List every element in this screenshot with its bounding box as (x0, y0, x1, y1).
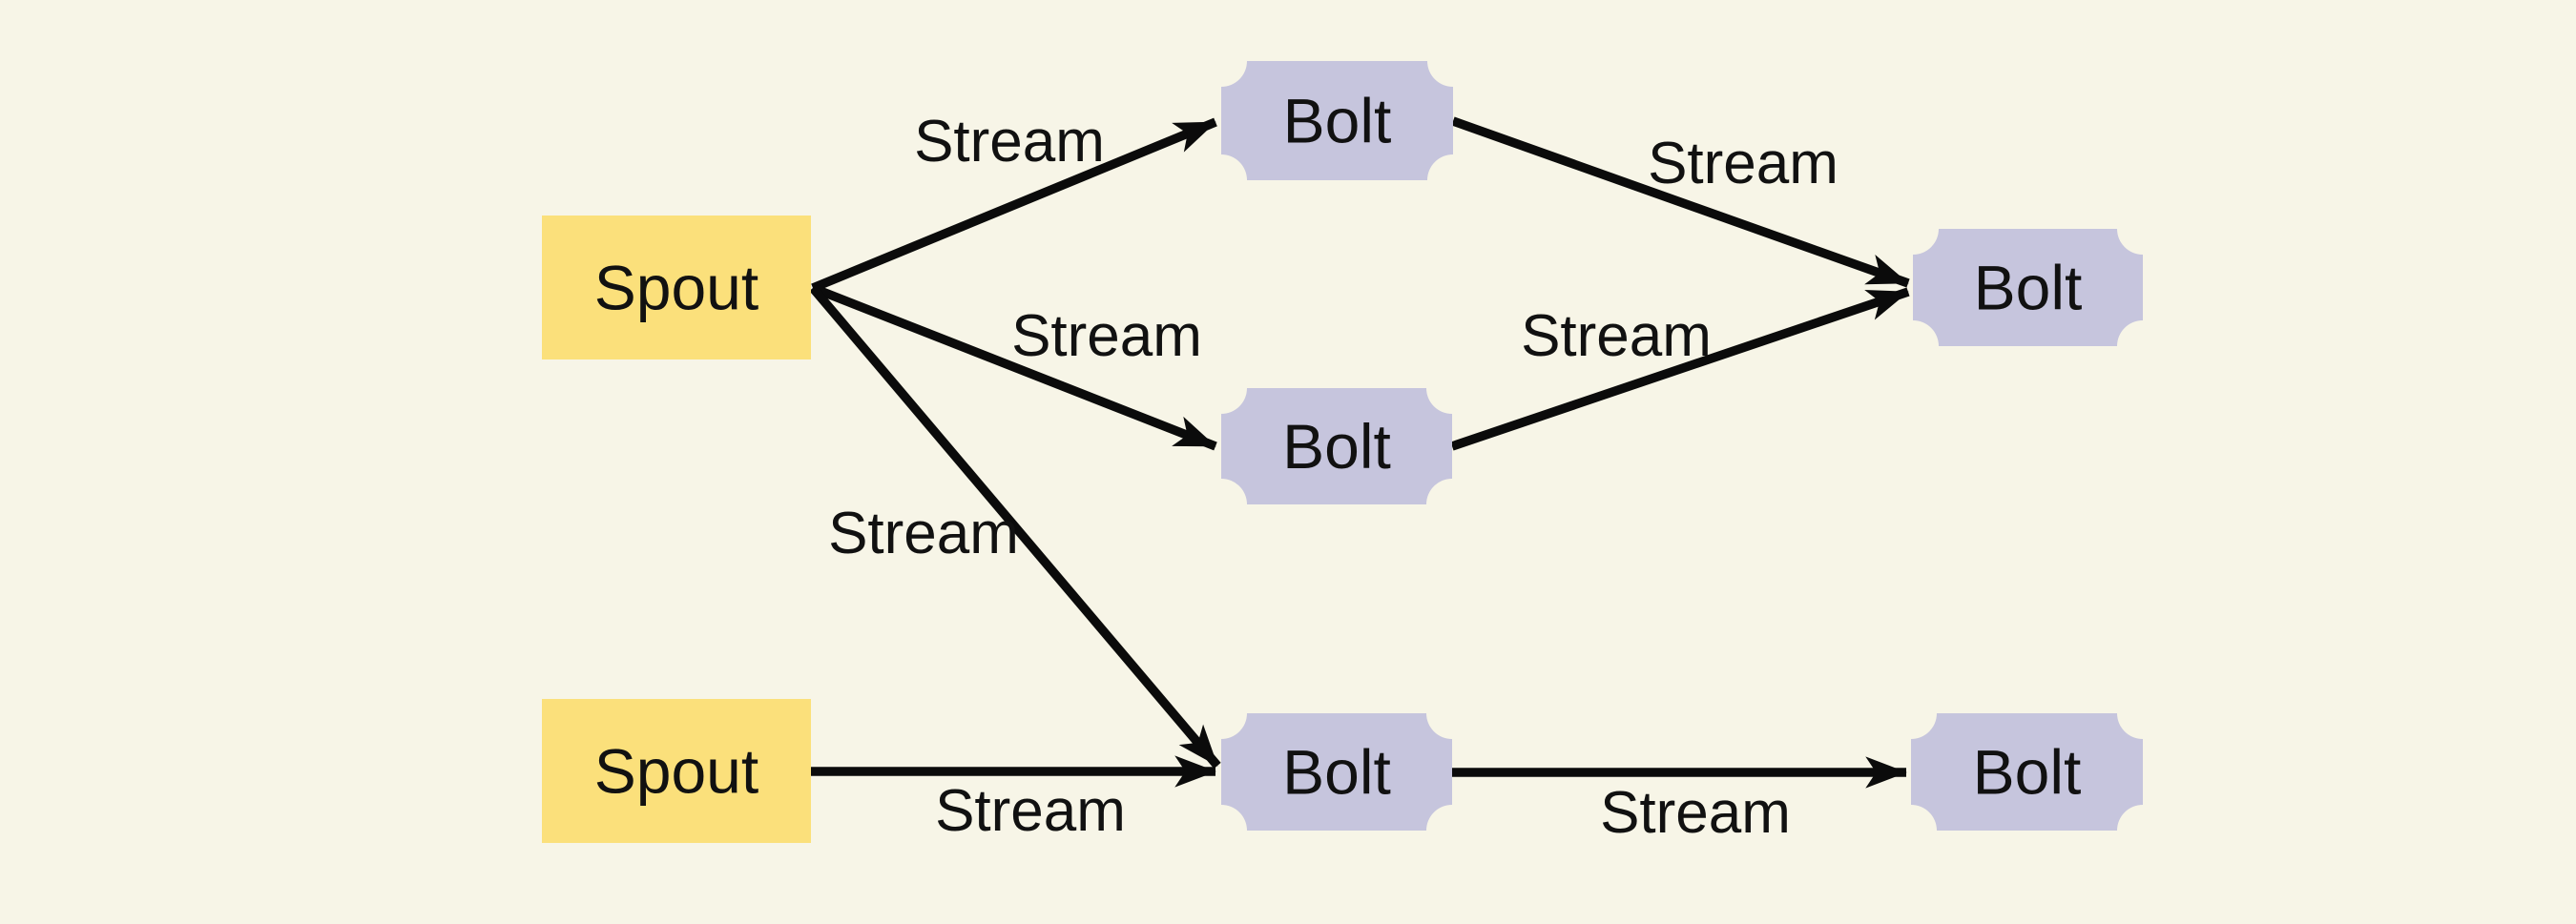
stream-arrow (1451, 116, 1910, 288)
node-spout-1: Spout (542, 216, 811, 359)
node-bolt-5: Bolt (1911, 713, 2143, 831)
node-label: Bolt (1282, 411, 1391, 482)
bolt-shape (1913, 229, 2143, 346)
edge-label: Stream (1011, 303, 1202, 369)
spout-shape (542, 699, 811, 843)
node-bolt-4: Bolt (1221, 713, 1452, 831)
node-label: Bolt (1973, 737, 2082, 808)
edge-spout-2-bolt-4: Stream (811, 755, 1216, 844)
edge-bolt-4-bolt-5: Stream (1452, 756, 1907, 846)
node-label: Bolt (1974, 253, 2083, 323)
edge-label: Stream (828, 501, 1019, 566)
edge-label: Stream (914, 109, 1105, 175)
edge-label: Stream (1648, 131, 1839, 196)
node-label: Bolt (1282, 737, 1391, 808)
stream-arrow (811, 283, 1217, 451)
edge-spout-1-bolt-2: Stream (811, 283, 1217, 451)
bolt-shape (1221, 388, 1452, 504)
edge-label: Stream (1521, 303, 1712, 369)
stream-arrow (809, 284, 1221, 770)
edge-bolt-1-bolt-3: Stream (1451, 116, 1910, 288)
node-bolt-1: Bolt (1221, 61, 1453, 180)
edge-label: Stream (935, 778, 1126, 844)
edge-label: Stream (1600, 780, 1791, 846)
stream-arrow (811, 117, 1217, 293)
edge-bolt-2-bolt-3: Stream (1450, 287, 1910, 451)
node-label: Spout (594, 253, 758, 323)
stream-arrow (1450, 287, 1910, 451)
edges-layer: StreamStreamStreamStreamStreamStreamStre… (809, 109, 1910, 846)
node-label: Spout (594, 736, 758, 807)
edge-spout-1-bolt-1: Stream (811, 109, 1217, 293)
node-bolt-3: Bolt (1913, 229, 2143, 346)
node-spout-2: Spout (542, 699, 811, 843)
node-label: Bolt (1283, 86, 1392, 156)
bolt-shape (1911, 713, 2143, 831)
bolt-shape (1221, 713, 1452, 831)
bolt-shape (1221, 61, 1453, 180)
node-bolt-2: Bolt (1221, 388, 1452, 504)
spout-shape (542, 216, 811, 359)
edge-spout-1-bolt-4: Stream (809, 284, 1221, 770)
